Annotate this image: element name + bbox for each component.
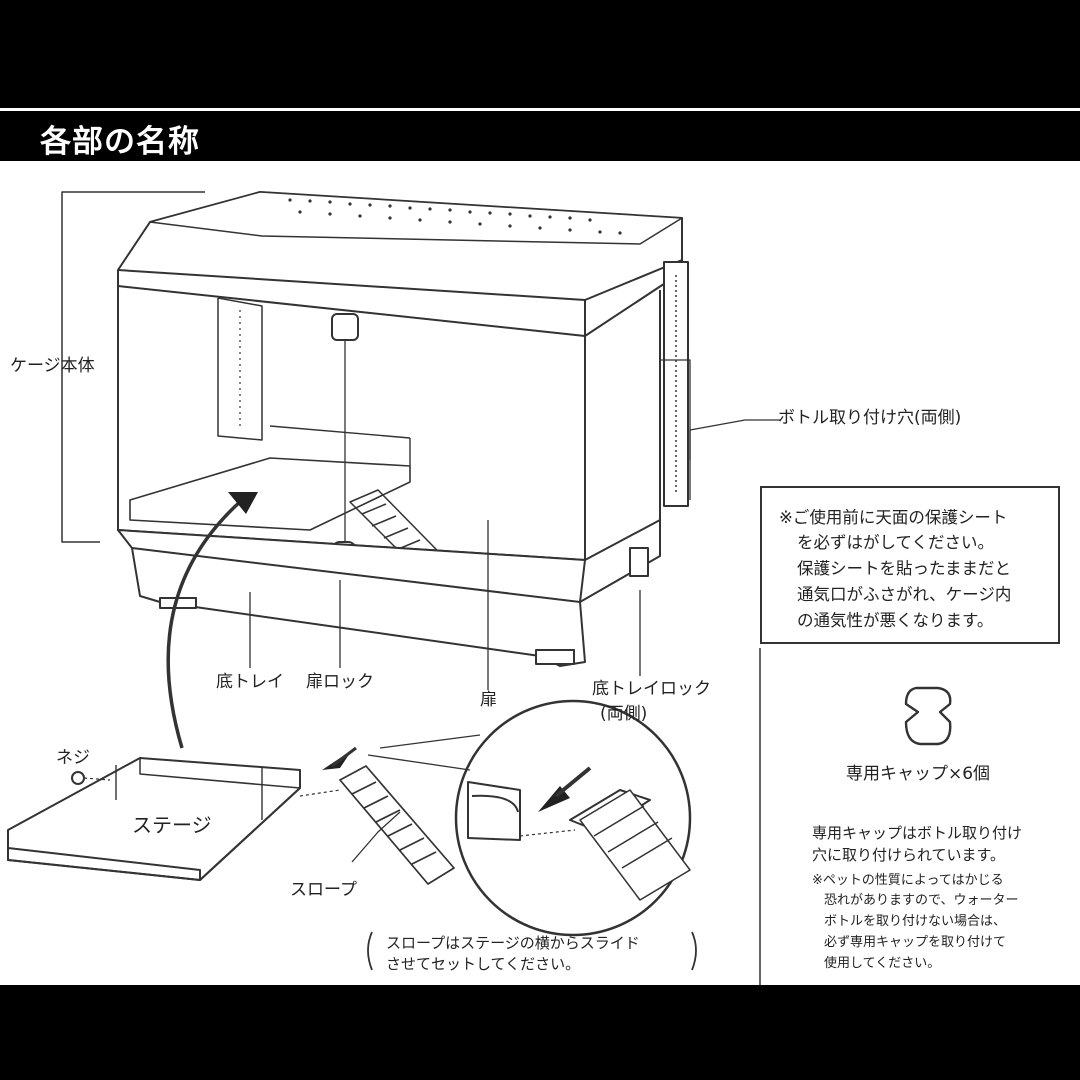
section-title: 各部の名称 <box>40 124 200 160</box>
notice-line: を必ずはがしてください。 <box>797 533 995 552</box>
bottom-black-band <box>0 985 1080 1080</box>
top-black-band <box>0 0 1080 108</box>
stage-part <box>7 757 301 881</box>
tray-lock <box>629 547 649 577</box>
protective-sheet-notice: ※ご使用前に天面の保護シート を必ずはがしてください。 保護シートを貼ったままだ… <box>760 486 1060 644</box>
door-lock-top <box>331 313 359 341</box>
cap-warning-line: 使用してください。 <box>824 956 941 971</box>
label-door-lock: 扉ロック <box>306 672 374 692</box>
label-cage-body: ケージ本体 <box>10 356 95 376</box>
cap-desc-line: 専用キャップはボトル取り付け <box>812 824 1023 842</box>
slope-part <box>339 765 455 885</box>
notice-line: 保護シートを貼ったままだと <box>797 559 1012 578</box>
notice-line: の通気性が悪くなります。 <box>797 611 994 630</box>
insert-arrow <box>166 498 244 749</box>
cap-desc-line: 穴に取り付けられています。 <box>812 846 1006 864</box>
label-tray-lock-sides: (両側) <box>600 704 648 724</box>
cap-warning-line: ※ペットの性質によってはかじる <box>812 873 1004 888</box>
label-tray-lock: 底トレイロック <box>592 679 711 699</box>
side-vent-panel <box>663 261 689 507</box>
cap-label: 専用キャップ×6個 <box>846 764 991 784</box>
cage-body-bracket <box>61 191 205 543</box>
label-bottom-tray: 底トレイ <box>216 672 284 692</box>
cap-warning-line: 恐れがありますので、ウォーター <box>824 893 1019 908</box>
cap-warning-line: 必ず専用キャップを取り付けて <box>824 935 1007 950</box>
label-slope: スロープ <box>290 880 357 900</box>
label-bottle-holes: ボトル取り付け穴(両側) <box>778 408 962 428</box>
slope-note-line: スロープはステージの横からスライド <box>386 934 640 952</box>
screw <box>71 771 85 785</box>
cap-warning-line: ボトルを取り付けない場合は、 <box>824 914 1007 929</box>
notice-line: 通気口がふさがれ、ケージ内 <box>797 585 1012 604</box>
cap-icon <box>904 686 952 746</box>
lid-vent-holes <box>288 198 622 235</box>
inner-stage <box>129 457 411 531</box>
section-header <box>0 111 1080 161</box>
label-screw: ネジ <box>56 748 90 768</box>
notice-line: ※ご使用前に天面の保護シート <box>779 508 1008 527</box>
label-stage: ステージ <box>132 813 212 837</box>
slope-note-line: させてセットしてください。 <box>386 955 581 973</box>
label-door: 扉 <box>480 690 497 710</box>
